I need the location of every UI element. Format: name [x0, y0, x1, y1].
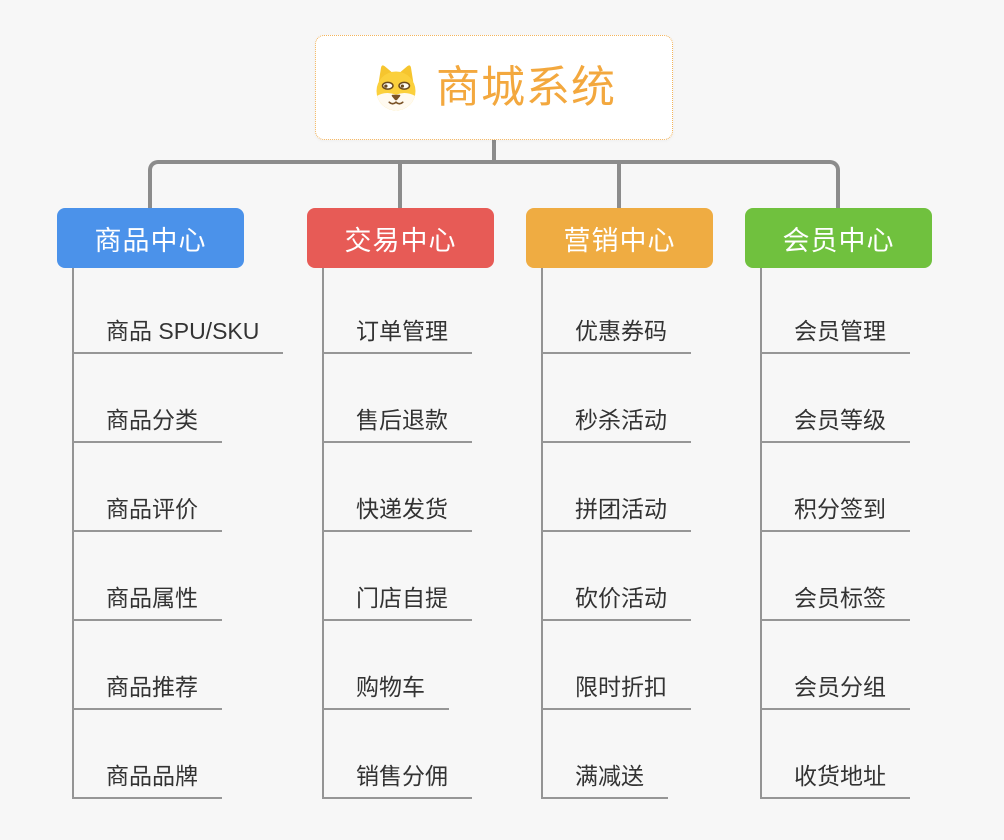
shiba-dog-face-icon: [376, 64, 416, 110]
branch-label: 营销中心: [563, 225, 676, 256]
branch-spine-product: [72, 268, 74, 798]
child-node[interactable]: 会员等级: [760, 409, 910, 443]
child-node[interactable]: 商品属性: [72, 587, 222, 621]
child-node[interactable]: 满减送: [541, 765, 668, 799]
child-node[interactable]: 会员管理: [760, 320, 910, 354]
connector-bracket: [148, 160, 840, 210]
child-node[interactable]: 快递发货: [322, 498, 472, 532]
child-node[interactable]: 购物车: [322, 676, 449, 710]
child-node[interactable]: 商品分类: [72, 409, 222, 443]
child-node[interactable]: 商品品牌: [72, 765, 222, 799]
child-node[interactable]: 会员标签: [760, 587, 910, 621]
child-node[interactable]: 积分签到: [760, 498, 910, 532]
child-node[interactable]: 拼团活动: [541, 498, 691, 532]
child-node[interactable]: 售后退款: [322, 409, 472, 443]
branch-label: 商品中心: [94, 225, 207, 256]
connector-drop-marketing: [617, 162, 621, 210]
child-node[interactable]: 秒杀活动: [541, 409, 691, 443]
child-node[interactable]: 商品评价: [72, 498, 222, 532]
child-node[interactable]: 商品 SPU/SKU: [72, 320, 284, 354]
root-label: 商城系统: [436, 62, 616, 112]
connector-drop-trade: [398, 162, 402, 210]
child-node[interactable]: 限时折扣: [541, 676, 691, 710]
child-node[interactable]: 门店自提: [322, 587, 472, 621]
root-node[interactable]: 商城系统: [315, 35, 673, 140]
branch-label: 交易中心: [344, 225, 457, 256]
branch-node-marketing-center[interactable]: 营销中心: [526, 208, 713, 268]
child-node[interactable]: 收货地址: [760, 765, 910, 799]
child-node[interactable]: 会员分组: [760, 676, 910, 710]
branch-spine-marketing: [541, 268, 543, 798]
branch-node-trade-center[interactable]: 交易中心: [307, 208, 494, 268]
branch-node-member-center[interactable]: 会员中心: [745, 208, 932, 268]
child-node[interactable]: 砍价活动: [541, 587, 691, 621]
child-node[interactable]: 优惠券码: [541, 320, 691, 354]
child-node[interactable]: 订单管理: [322, 320, 472, 354]
branch-spine-member: [760, 268, 762, 798]
child-node[interactable]: 商品推荐: [72, 676, 222, 710]
branch-spine-trade: [322, 268, 324, 798]
branch-node-product-center[interactable]: 商品中心: [57, 208, 244, 268]
connector-root-stem: [492, 140, 496, 162]
branch-label: 会员中心: [782, 225, 895, 256]
child-node[interactable]: 销售分佣: [322, 765, 472, 799]
